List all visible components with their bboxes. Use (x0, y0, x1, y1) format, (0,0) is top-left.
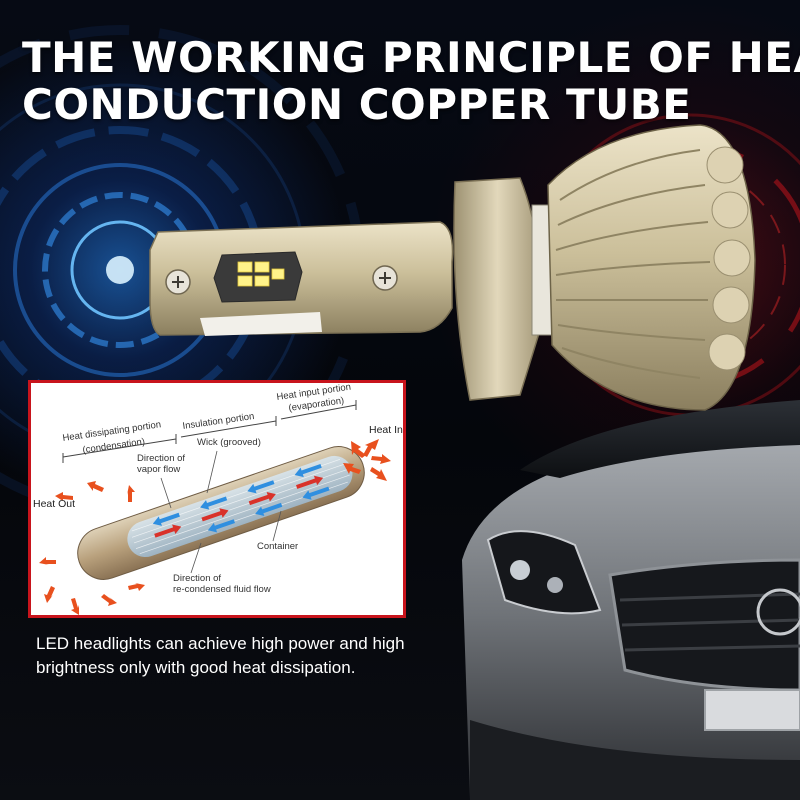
heat-out-label: Heat Out (33, 498, 75, 510)
vapor-flow-arrows (152, 463, 330, 533)
page-title-line-2: CONDUCTION COPPER TUBE (22, 80, 692, 129)
wick-label: Wick (grooved) (197, 437, 261, 448)
insulation-label: Insulation portion (182, 411, 255, 432)
fluid-flow-label-1: Direction of (173, 573, 221, 584)
screw-icon (165, 269, 191, 295)
heat-pipe-illustration: Heat dissipating portion (condensation) … (33, 383, 403, 615)
vapor-flow-label-2: vapor flow (137, 464, 180, 475)
page-title-line-1: THE WORKING PRINCIPLE OF HEAT (22, 33, 800, 82)
vapor-flow-label-1: Direction of (137, 453, 185, 464)
screw-icon (372, 265, 398, 291)
caption-text: LED headlights can achieve high power an… (36, 634, 405, 677)
heat-out-arrows (39, 481, 145, 615)
fluid-flow-arrows (154, 475, 324, 538)
fluid-flow-label-2: re-condensed fluid flow (173, 584, 271, 595)
container-label: Container (257, 541, 298, 552)
heat-pipe-diagram: Heat dissipating portion (condensation) … (28, 380, 406, 618)
heat-in-label: Heat In (369, 424, 403, 436)
heat-in-arrows (343, 439, 391, 481)
